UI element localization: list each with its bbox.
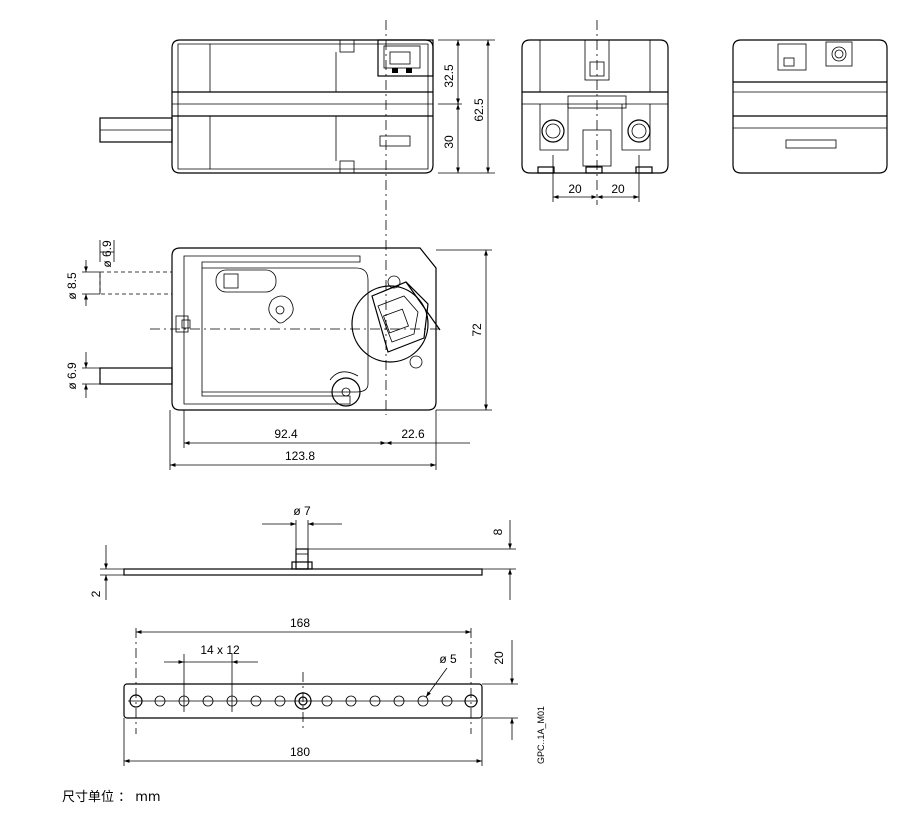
unit-note: 尺寸单位 ： mm: [62, 790, 161, 805]
dim-bracket-height: 20: [492, 651, 506, 665]
bracket-top-view: 168 14 x 12 ø 5 20 180 GPC..1A_M01: [123, 616, 546, 766]
plate-side-view: ø 7 8 2: [89, 504, 516, 600]
dim-side-height-total: 62.5: [472, 98, 486, 122]
dim-shaft-dia-3: ø 6.9: [65, 362, 79, 390]
drawing-code: GPC..1A_M01: [536, 706, 546, 764]
dim-top-height: 72: [470, 323, 484, 337]
dim-bracket-length: 180: [290, 745, 310, 759]
dim-side-height-upper: 32.5: [442, 64, 456, 88]
front-view: 20 20: [521, 20, 669, 205]
dim-top-width-right: 22.6: [401, 427, 425, 441]
dim-shaft-dia-2: ø 8.5: [65, 272, 79, 300]
dim-pin-dia: ø 7: [293, 504, 311, 518]
dim-top-width-total: 123.8: [285, 449, 315, 463]
side-view: 32.5 62.5 30: [99, 20, 495, 415]
dim-shaft-dia-1: ø 6.9: [100, 240, 114, 268]
top-view: ø 6.9 ø 8.5 ø 6.9 72 92.4 22.6 123.8: [65, 240, 492, 470]
dim-side-height-lower: 30: [442, 135, 456, 149]
dim-hole-pitch: 14 x 12: [200, 643, 240, 657]
rear-view: [732, 39, 888, 174]
dim-top-width-left: 92.4: [274, 427, 298, 441]
dim-front-left-width: 20: [568, 182, 582, 196]
dim-plate-thickness: 2: [89, 590, 103, 597]
dim-front-right-width: 20: [611, 182, 625, 196]
dim-pin-height: 8: [491, 528, 505, 535]
dim-bracket-span: 168: [290, 616, 310, 630]
dim-hole-dia: ø 5: [439, 652, 457, 666]
